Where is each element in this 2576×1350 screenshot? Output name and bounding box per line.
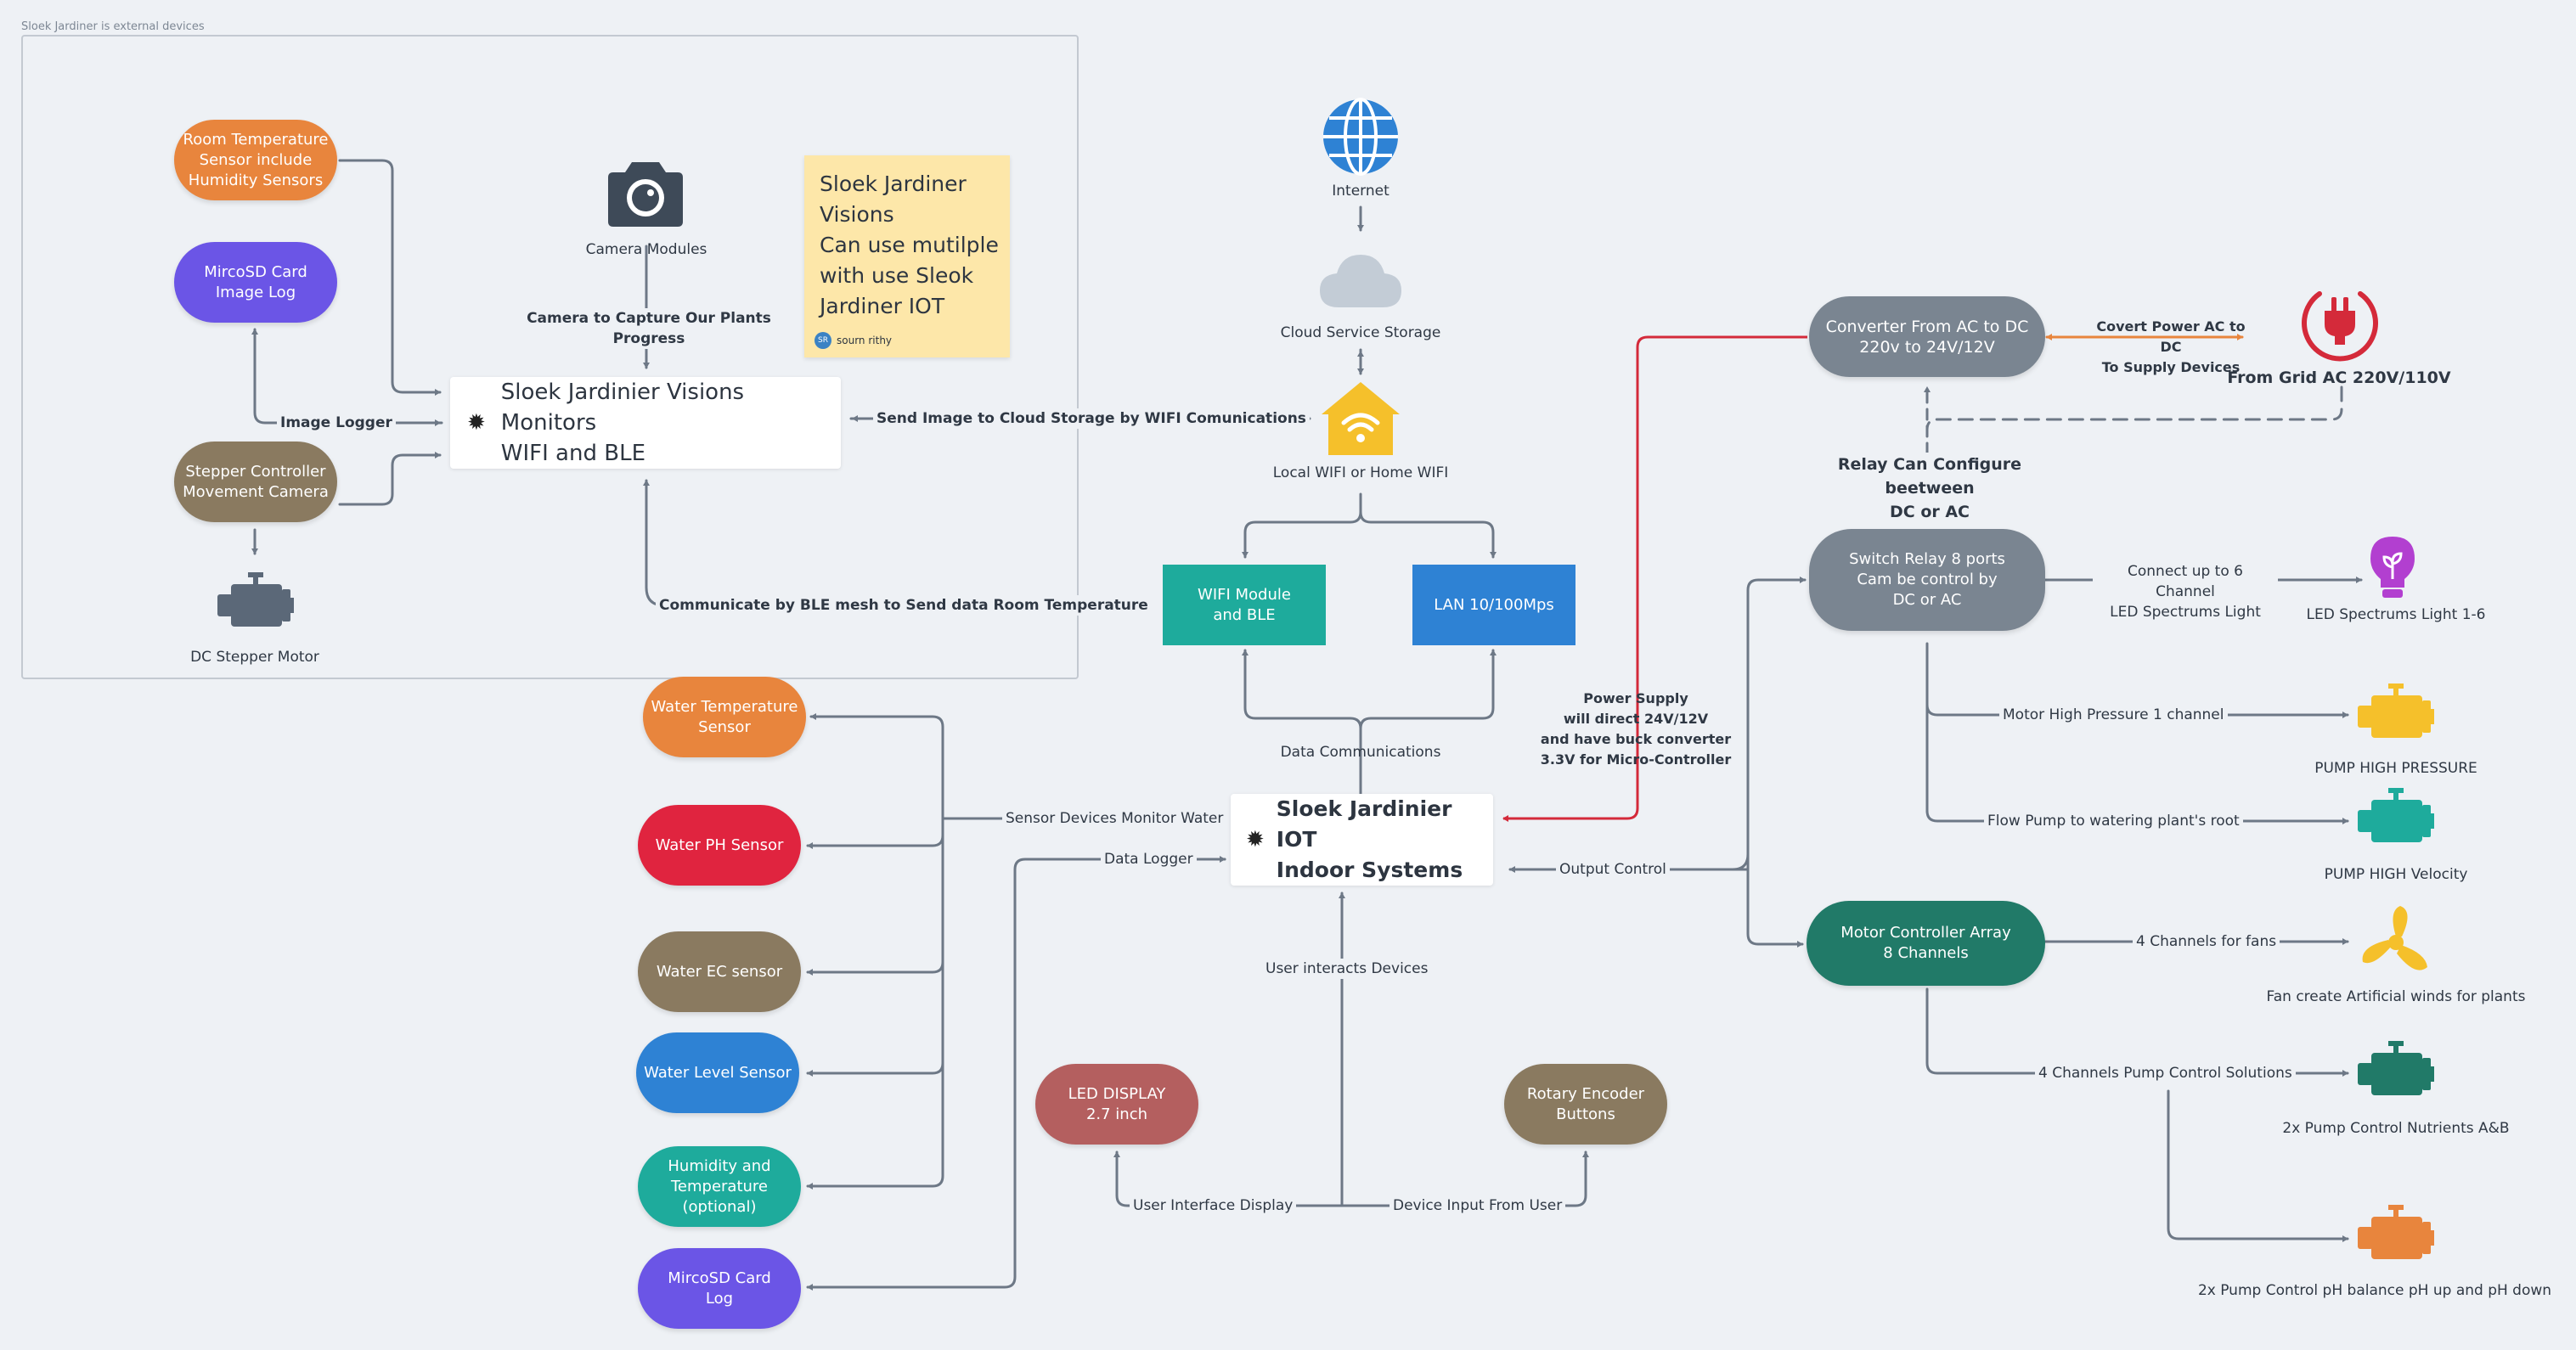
globe-icon — [1322, 98, 1400, 176]
humidity-temperature-sensor[interactable]: Humidity and Temperature (optional) — [638, 1146, 801, 1227]
motor-controller-node[interactable]: Motor Controller Array 8 Channels — [1807, 901, 2045, 986]
wire-stepper-visions — [338, 452, 442, 506]
wire-ui-display — [1113, 1150, 1344, 1207]
wire-lan-data — [1359, 649, 1497, 730]
chip-icon: ✹ — [467, 410, 486, 436]
iot-system-title: Sloek Jardinier IOT Indoor Systems — [1276, 796, 1463, 882]
image-logger-edge-label: Image Logger — [277, 413, 396, 433]
grid-label: From Grid AC 220V/110V — [2227, 368, 2451, 387]
pump-pressure-label: PUMP HIGH PRESSURE — [2314, 760, 2477, 777]
wire-humidity — [806, 1061, 944, 1190]
visions-monitor-node[interactable]: ✹ Sloek Jardinier Visions Monitors WIFI … — [450, 377, 841, 469]
camera-icon — [606, 157, 685, 228]
frame-label: Sloek Jardiner is external devices — [21, 20, 205, 33]
local-wifi-label: Local WIFI or Home WIFI — [1272, 464, 1449, 481]
relay-config-edge-label: Relay Can Configure beetween DC or AC — [1790, 453, 2069, 524]
author-avatar: SR — [815, 332, 831, 349]
user-interacts-edge-label: User interacts Devices — [1262, 959, 1432, 979]
stepper-controller[interactable]: Stepper Controller Movement Camera — [174, 442, 337, 522]
wire-power-supply — [1502, 335, 1807, 822]
water-ph-sensor[interactable]: Water PH Sensor — [638, 805, 801, 886]
send-cloud-edge-label: Send Image to Cloud Storage by WIFI Comu… — [873, 408, 1310, 429]
ble-mesh-edge-label: Communicate by BLE mesh to Send data Roo… — [656, 595, 1152, 616]
led-light-label: LED Spectrums Light 1-6 — [2306, 606, 2486, 623]
power-supply-edge-label: Power Supply will direct 24V/12V and hav… — [1540, 690, 1732, 768]
switch-relay-node[interactable]: Switch Relay 8 ports Cam be control by D… — [1809, 529, 2045, 631]
wire-room-temp — [338, 159, 442, 396]
cloud-label: Cloud Service Storage — [1280, 324, 1441, 341]
pump-nutrients-label: 2x Pump Control Nutrients A&B — [2282, 1120, 2510, 1137]
room-temperature-sensor[interactable]: Room Temperature Sensor include Humidity… — [174, 120, 337, 200]
sensor-monitor-edge-label: Sensor Devices Monitor Water — [1002, 808, 1227, 829]
wire-output-motor — [1746, 852, 1804, 948]
pump-nutrients-icon — [2354, 1039, 2436, 1107]
ui-display-edge-label: User Interface Display — [1130, 1195, 1297, 1216]
led-channels-edge-label: Connect up to 6 Channel LED Spectrums Li… — [2093, 561, 2278, 622]
wire-output-trunk — [1731, 577, 1807, 871]
wire-water-temp — [809, 713, 944, 820]
internet-label: Internet — [1332, 183, 1389, 200]
wire-grid-relay — [1925, 385, 2343, 455]
pump-pressure-icon — [2354, 682, 2436, 750]
wire-home-split — [1242, 492, 1362, 559]
visions-monitor-title: Sloek Jardinier Visions Monitors WIFI an… — [500, 380, 745, 466]
external-devices-frame — [21, 35, 1079, 679]
wire-flow-pump — [1925, 809, 2349, 824]
fan-icon — [2356, 903, 2436, 982]
pump-velocity-label: PUMP HIGH Velocity — [2324, 866, 2468, 883]
pump-velocity-icon — [2354, 786, 2436, 854]
wire-water-level — [806, 960, 944, 1077]
water-ec-sensor[interactable]: Water EC sensor — [638, 931, 801, 1012]
lightbulb-icon — [2369, 535, 2416, 599]
wire-device-input — [1340, 1150, 1589, 1207]
wire-home-split-r — [1359, 510, 1497, 559]
pump-channels-edge-label: 4 Channels Pump Control Solutions — [2035, 1063, 2296, 1083]
chip-icon: ✹ — [1246, 827, 1265, 852]
wire-ph-pump — [2167, 1089, 2349, 1242]
device-input-edge-label: Device Input From User — [1389, 1195, 1566, 1216]
led-display-node[interactable]: LED DISPLAY 2.7 inch — [1035, 1064, 1198, 1145]
sticky-note[interactable]: Sloek Jardiner Visions Can use mutilple … — [804, 155, 1010, 357]
stepper-motor-label: DC Stepper Motor — [190, 649, 319, 666]
wire-water-ec — [806, 834, 944, 976]
output-control-edge-label: Output Control — [1556, 859, 1670, 880]
water-level-sensor[interactable]: Water Level Sensor — [636, 1032, 799, 1113]
dc-motor-icon — [214, 571, 296, 638]
rotary-encoder-node[interactable]: Rotary Encoder Buttons — [1504, 1064, 1667, 1145]
data-communications-label: Data Communications — [1280, 744, 1441, 761]
data-logger-edge-label: Data Logger — [1101, 849, 1197, 869]
wifi-module-node[interactable]: WIFI Module and BLE — [1163, 565, 1326, 645]
microsd-log[interactable]: MircoSD Card Log — [638, 1248, 801, 1329]
sticky-text: Sloek Jardiner Visions Can use mutilple … — [820, 172, 999, 318]
convert-power-edge-label: Covert Power AC to DC To Supply Devices — [2096, 318, 2246, 375]
pump-ph-label: 2x Pump Control pH balance pH up and pH … — [2197, 1282, 2552, 1299]
camera-capture-edge-label: Camera to Capture Our Plants Progress — [505, 308, 792, 349]
author-name: sourn rithy — [837, 335, 893, 346]
microsd-image-log[interactable]: MircoSD Card Image Log — [174, 242, 337, 323]
lan-node[interactable]: LAN 10/100Mps — [1412, 565, 1575, 645]
fan-channels-edge-label: 4 Channels for fans — [2133, 931, 2280, 952]
wire-data-logger — [806, 858, 1226, 1291]
home-wifi-icon — [1320, 380, 1401, 457]
wire-wifi-data — [1242, 649, 1362, 796]
wire-motor-pressure — [1925, 703, 2349, 718]
power-plug-icon — [2299, 285, 2381, 367]
converter-node[interactable]: Converter From AC to DC 220v to 24V/12V — [1809, 296, 2045, 377]
iot-system-node[interactable]: ✹ Sloek Jardinier IOT Indoor Systems — [1231, 794, 1493, 886]
wire-water-ph — [806, 817, 944, 849]
camera-label: Camera Modules — [585, 241, 707, 258]
pump-ph-icon — [2354, 1203, 2436, 1271]
motor-pressure-edge-label: Motor High Pressure 1 channel — [1999, 705, 2228, 725]
water-temperature-sensor[interactable]: Water Temperature Sensor — [643, 677, 806, 757]
wire-motor-trunk — [1925, 987, 2349, 1077]
flow-pump-edge-label: Flow Pump to watering plant's root — [1984, 811, 2243, 831]
wire-image-logger — [251, 328, 443, 425]
fan-label: Fan create Artificial winds for plants — [2266, 988, 2526, 1005]
cloud-icon — [1318, 251, 1403, 309]
